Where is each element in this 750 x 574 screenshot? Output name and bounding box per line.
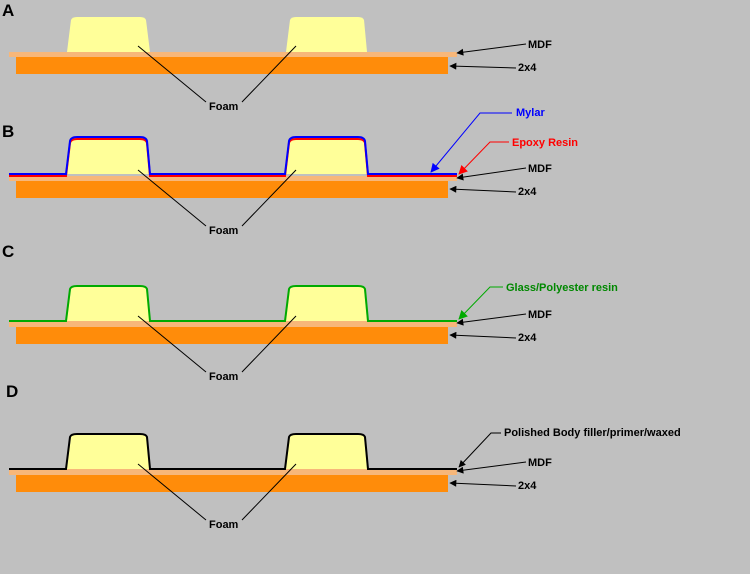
foam-block (286, 286, 367, 321)
board-label: 2x4 (518, 186, 537, 198)
mdf-sheet (9, 52, 457, 57)
panel-b: B Foam Mylar Epoxy Resin MDF 2x4 (2, 107, 578, 237)
foam-block (286, 434, 367, 469)
foam-leader (241, 463, 297, 521)
step-letter: D (6, 382, 18, 401)
board-arrow (449, 331, 517, 339)
board-2x4 (16, 56, 448, 74)
panel-d: D Foam Polished Body filler/primer/waxed… (6, 382, 681, 531)
board-label: 2x4 (518, 332, 537, 344)
step-letter: C (2, 242, 14, 261)
epoxy-arrow (458, 141, 509, 175)
foam-label: Foam (209, 225, 239, 237)
foam-leader (137, 315, 207, 373)
epoxy-label: Epoxy Resin (512, 137, 578, 149)
foam-label: Foam (209, 519, 239, 531)
mdf-sheet (9, 176, 457, 181)
foam-block (67, 139, 150, 174)
mylar-label: Mylar (516, 107, 545, 119)
foam-block (286, 17, 367, 52)
glass-arrow (458, 286, 503, 320)
board-arrow (449, 62, 517, 70)
mylar-arrow (430, 112, 512, 173)
mdf-sheet (9, 321, 457, 327)
glass-layer (9, 285, 457, 322)
mdf-label: MDF (528, 163, 552, 175)
mdf-label: MDF (528, 39, 552, 51)
panel-a: A Foam MDF 2x4 (2, 1, 552, 113)
mdf-arrow (456, 313, 527, 326)
board-label: 2x4 (518, 62, 537, 74)
foam-leader (241, 45, 297, 103)
foam-leader (137, 169, 207, 227)
finish-arrow (458, 432, 501, 468)
mdf-sheet (9, 469, 457, 475)
step-letter: B (2, 122, 14, 141)
mylar-layer (9, 136, 457, 175)
board-arrow (449, 185, 517, 193)
mdf-arrow (456, 461, 527, 474)
foam-block (67, 434, 150, 469)
foam-leader (137, 463, 207, 521)
foam-block (67, 17, 150, 52)
panel-c: C Foam Glass/Polyester resin MDF 2x4 (2, 242, 618, 383)
foam-label: Foam (209, 371, 239, 383)
glass-label: Glass/Polyester resin (506, 282, 618, 294)
mdf-label: MDF (528, 309, 552, 321)
mdf-arrow (456, 167, 527, 181)
foam-block (67, 286, 150, 321)
board-2x4 (16, 180, 448, 198)
mdf-arrow (456, 43, 527, 56)
finish-label: Polished Body filler/primer/waxed (504, 427, 681, 439)
epoxy-layer (9, 138, 457, 177)
foam-block (286, 139, 367, 174)
board-2x4 (16, 326, 448, 344)
step-letter: A (2, 1, 14, 20)
foam-leader (137, 45, 207, 103)
finish-layer (9, 433, 457, 470)
board-label: 2x4 (518, 480, 537, 492)
board-arrow (449, 479, 517, 487)
mdf-label: MDF (528, 457, 552, 469)
foam-label: Foam (209, 101, 239, 113)
board-2x4 (16, 474, 448, 492)
foam-leader (241, 169, 297, 227)
foam-leader (241, 315, 297, 373)
